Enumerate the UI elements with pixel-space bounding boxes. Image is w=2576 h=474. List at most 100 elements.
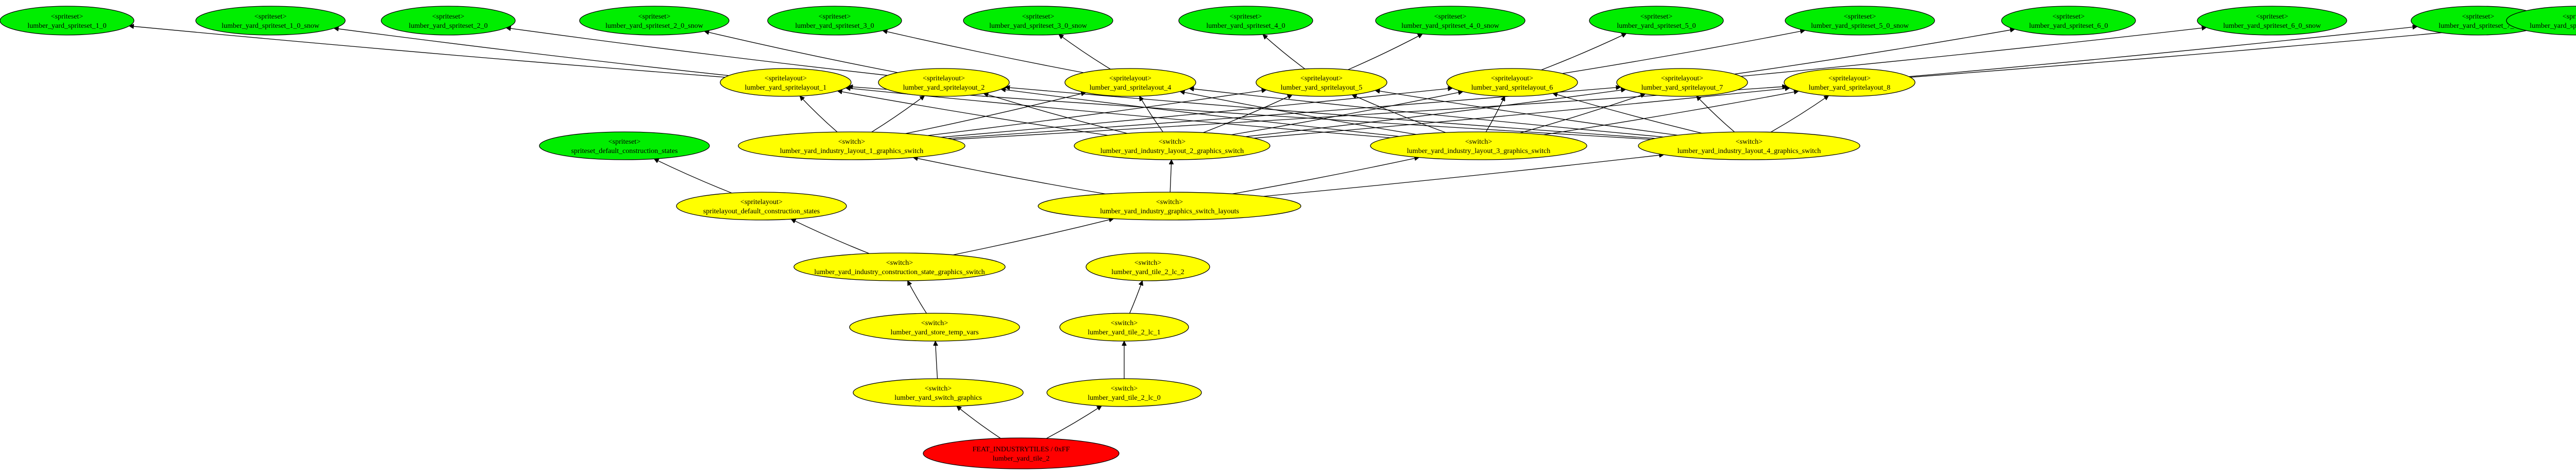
node-type-label: <spriteset> [819, 13, 851, 21]
node-sl5[interactable]: <spritelayout>lumber_yard_spritelayout_5 [1256, 68, 1387, 97]
node-type-label: FEAT_INDUSTRYTILES / 0xFF [972, 446, 1070, 453]
node-type-label: <spriteset> [2256, 13, 2289, 21]
edge-sw3-to-sl4 [1180, 92, 1416, 135]
node-root[interactable]: FEAT_INDUSTRYTILES / 0xFF lumber_yard_til… [923, 437, 1120, 469]
spriteset-node-shape [1178, 6, 1313, 36]
node-sl8[interactable]: <spritelayout>lumber_yard_spritelayout_8 [1784, 68, 1916, 97]
node-type-label: <switch> [1156, 198, 1183, 206]
node-type-label: <spritelayout> [1300, 75, 1343, 82]
node-sldef[interactable]: <spritelayout> spritelayout_default_const… [676, 192, 847, 221]
node-sl2[interactable]: <spritelayout>lumber_yard_spritelayout_2 [878, 68, 1010, 97]
spriteset-node-shape [381, 6, 516, 36]
edge-sl8-to-ss13 [1909, 27, 2417, 77]
node-swgfx[interactable]: <switch>lumber_yard_switch_graphics [853, 378, 1024, 407]
node-type-label: <spriteset> [255, 13, 287, 21]
node-ss8[interactable]: <spriteset>lumber_yard_spriteset_4_0_sno… [1375, 6, 1526, 36]
node-type-label: <spritelayout> [1491, 75, 1533, 82]
node-ss4[interactable]: <spriteset>lumber_yard_spriteset_2_0_sno… [579, 6, 730, 36]
spritelayout-node-shape [676, 192, 847, 221]
node-ss5[interactable]: <spriteset>lumber_yard_spriteset_3_0 [767, 6, 902, 36]
node-sw1[interactable]: <switch>lumber_yard_industry_layout_1_gr… [738, 131, 965, 160]
node-name-label: spritelayout_default_construction_states [703, 208, 820, 215]
switch-node-shape [738, 131, 965, 160]
node-swlayouts[interactable]: <switch> lumber_yard_industry_graphics_sw… [1038, 192, 1301, 221]
node-sw4[interactable]: <switch>lumber_yard_industry_layout_4_gr… [1638, 131, 1860, 160]
node-type-label: <switch> [1736, 138, 1762, 146]
edge-sl1-to-ss1 [129, 26, 725, 78]
spriteset-node-shape [2197, 6, 2347, 36]
node-ss11[interactable]: <spriteset>lumber_yard_spriteset_6_0 [2001, 6, 2136, 36]
node-name-label: lumber_yard_spritelayout_7 [1641, 84, 1723, 92]
edge-sw2-to-sl7 [1245, 90, 1625, 137]
node-swlc0[interactable]: <switch>lumber_yard_tile_2_lc_0 [1046, 378, 1202, 407]
edge-sw1-to-sl1 [800, 96, 838, 132]
edge-sl4-to-ss6 [1059, 35, 1111, 70]
node-ss10[interactable]: <spriteset>lumber_yard_spriteset_5_0_sno… [1785, 6, 1935, 36]
node-type-label: <spritelayout> [1828, 75, 1871, 82]
edge-sw3-to-sl5 [1352, 95, 1446, 133]
node-swlc1[interactable]: <switch>lumber_yard_tile_2_lc_1 [1059, 313, 1189, 342]
node-ssdef[interactable]: <spriteset>spriteset_default_constructio… [539, 131, 710, 160]
node-name-label: lumber_yard_spriteset_7_0_snow [2530, 22, 2576, 30]
node-sl7[interactable]: <spritelayout> lumber_yard_spritelayout_7 [1616, 68, 1748, 97]
edge-sl4-to-ss5 [883, 31, 1084, 73]
spritelayout-node-shape [1446, 68, 1578, 97]
node-ss1[interactable]: <spriteset>lumber_yard_spriteset_1_0 [0, 6, 134, 36]
edge-swgfx-to-swtemp [936, 341, 938, 379]
edge-sw4-to-sl8 [1770, 96, 1828, 133]
edge-sw1-to-sl2 [871, 96, 925, 132]
node-ss9[interactable]: <spriteset>lumber_yard_spriteset_5_0 [1589, 6, 1724, 36]
node-sl1[interactable]: <spritelayout>lumber_yard_spritelayout_1 [720, 68, 852, 97]
node-ss14[interactable]: <spriteset>lumber_yard_spriteset_7_0_sno… [2506, 6, 2576, 36]
node-ss13[interactable]: <spriteset>lumber_yard_spriteset_7_0 [2411, 6, 2546, 36]
node-swtemp[interactable]: <switch>lumber_yard_store_temp_vars [849, 313, 1020, 342]
node-sw3[interactable]: <switch>lumber_yard_industry_layout_3_gr… [1370, 131, 1587, 160]
node-type-label: <spriteset> [638, 13, 671, 21]
node-sl6[interactable]: <spritelayout>lumber_yard_spritelayout_6 [1446, 68, 1578, 97]
node-type-label: <spritelayout> [740, 198, 783, 206]
node-name-label: lumber_yard_industry_layout_1_graphics_s… [780, 147, 923, 155]
node-name-label: lumber_yard_spriteset_3_0_snow [989, 22, 1088, 30]
node-ss3[interactable]: <spriteset>lumber_yard_spriteset_2_0 [381, 6, 516, 36]
edge-sl2-to-ss3 [506, 28, 888, 76]
node-type-label: <spriteset> [2563, 13, 2576, 21]
node-type-label: <switch> [1134, 259, 1161, 267]
node-type-label: <switch> [925, 385, 952, 393]
node-name-label: lumber_yard_tile_2 [993, 455, 1049, 463]
node-ss6[interactable]: <spriteset>lumber_yard_spriteset_3_0_sno… [963, 6, 1113, 36]
node-name-label: lumber_yard_spriteset_3_0 [795, 22, 874, 30]
edge-swtemp-to-swcons [907, 281, 927, 314]
edge-sl6-to-ss10 [1562, 30, 1805, 74]
node-type-label: <spriteset> [1022, 13, 1055, 21]
spriteset-node-shape [1785, 6, 1935, 36]
node-ss12[interactable]: <spriteset>lumber_yard_spriteset_6_0_sno… [2197, 6, 2347, 36]
node-name-label: lumber_yard_spriteset_5_0_snow [1811, 22, 1909, 30]
node-type-label: <switch> [886, 259, 913, 267]
node-name-label: lumber_yard_industry_graphics_switch_lay… [1100, 208, 1239, 215]
node-ss2[interactable]: <spriteset>lumber_yard_spriteset_1_0_sno… [195, 6, 346, 36]
node-type-label: <spriteset> [1434, 13, 1467, 21]
spritelayout-node-shape [1256, 68, 1387, 97]
edge-sw3-to-sl6 [1485, 96, 1505, 132]
edge-swlayouts-to-sw1 [913, 158, 1106, 195]
edge-sl8-to-ss14 [1910, 26, 2512, 78]
spritelayout-node-shape [1616, 68, 1748, 97]
switch-node-shape [1046, 378, 1202, 407]
edge-root-to-swlc0 [1046, 406, 1101, 439]
edge-sw2-to-sl5 [1203, 95, 1292, 133]
switch-node-shape [1086, 252, 1210, 281]
node-type-label: <spritelayout> [923, 75, 965, 82]
edge-sw1-to-sl4 [905, 93, 1086, 134]
spriteset-node-shape [2001, 6, 2136, 36]
node-sl4[interactable]: <spritelayout>lumber_yard_spritelayout_4 [1064, 68, 1196, 97]
node-sw2[interactable]: <switch>lumber_yard_industry_layout_2_gr… [1074, 131, 1270, 160]
edge-sl6-to-ss9 [1541, 33, 1626, 71]
edge-sw1-to-sl5 [928, 90, 1266, 136]
node-ss7[interactable]: <spriteset>lumber_yard_spriteset_4_0 [1178, 6, 1313, 36]
node-swcons[interactable]: <switch>lumber_yard_industry_constructio… [793, 252, 1006, 281]
edge-swcons-to-sldef [791, 218, 870, 254]
node-type-label: <spritelayout> [1661, 75, 1703, 82]
node-swlc2[interactable]: <switch>lumber_yard_tile_2_lc_2 [1086, 252, 1210, 281]
node-name-label: lumber_yard_spriteset_5_0 [1617, 22, 1696, 30]
spriteset-node-shape [767, 6, 902, 36]
